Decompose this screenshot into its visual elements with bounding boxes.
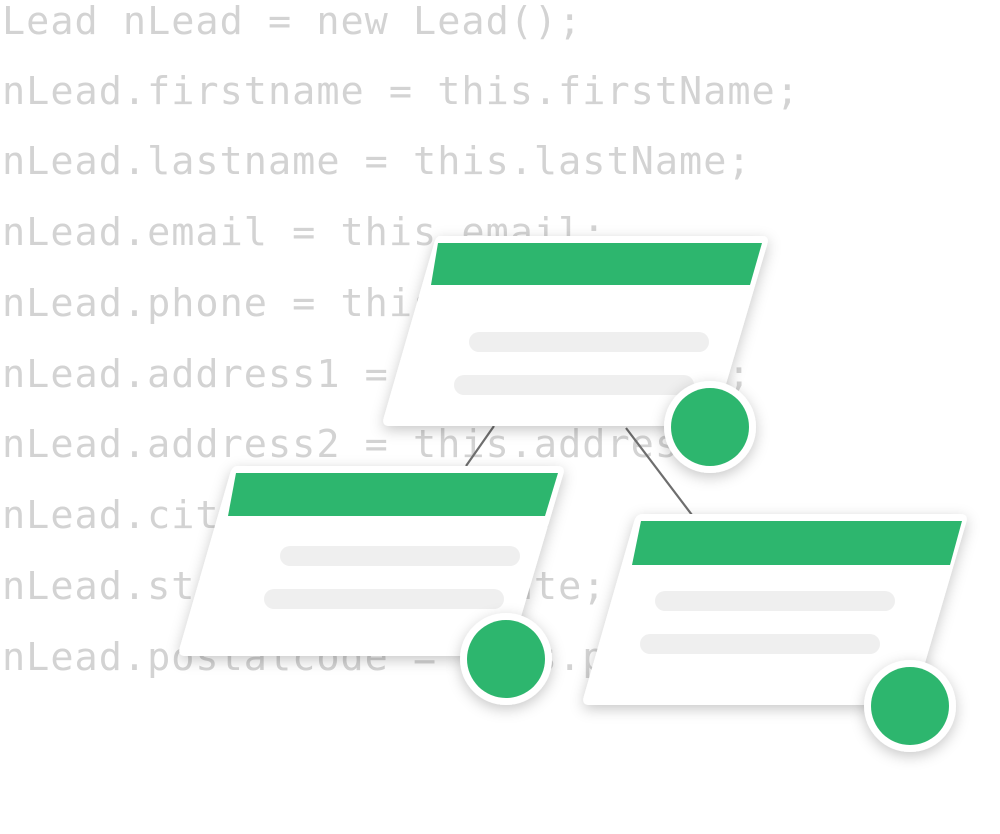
placeholder-line: [469, 332, 709, 352]
status-dot: [467, 620, 545, 698]
connector-line: [625, 427, 693, 516]
connector-line: [465, 425, 495, 467]
status-dot: [671, 388, 749, 466]
placeholder-line: [454, 375, 694, 395]
status-dot: [871, 667, 949, 745]
code-line: Lead nLead = new Lead();: [2, 0, 583, 44]
card-header-bar: [632, 521, 962, 565]
code-line: nLead.lastname = this.lastName;: [2, 139, 752, 184]
record-card-left: [179, 466, 564, 705]
code-line: nLead.firstname = this.firstName;: [2, 69, 800, 114]
card-header-bar: [228, 473, 558, 516]
placeholder-line: [280, 546, 520, 566]
placeholder-line: [655, 591, 895, 611]
placeholder-line: [640, 634, 880, 654]
placeholder-line: [264, 589, 504, 609]
record-card-right: [583, 514, 967, 752]
record-card-top: [383, 236, 768, 473]
card-header-bar: [431, 243, 762, 285]
